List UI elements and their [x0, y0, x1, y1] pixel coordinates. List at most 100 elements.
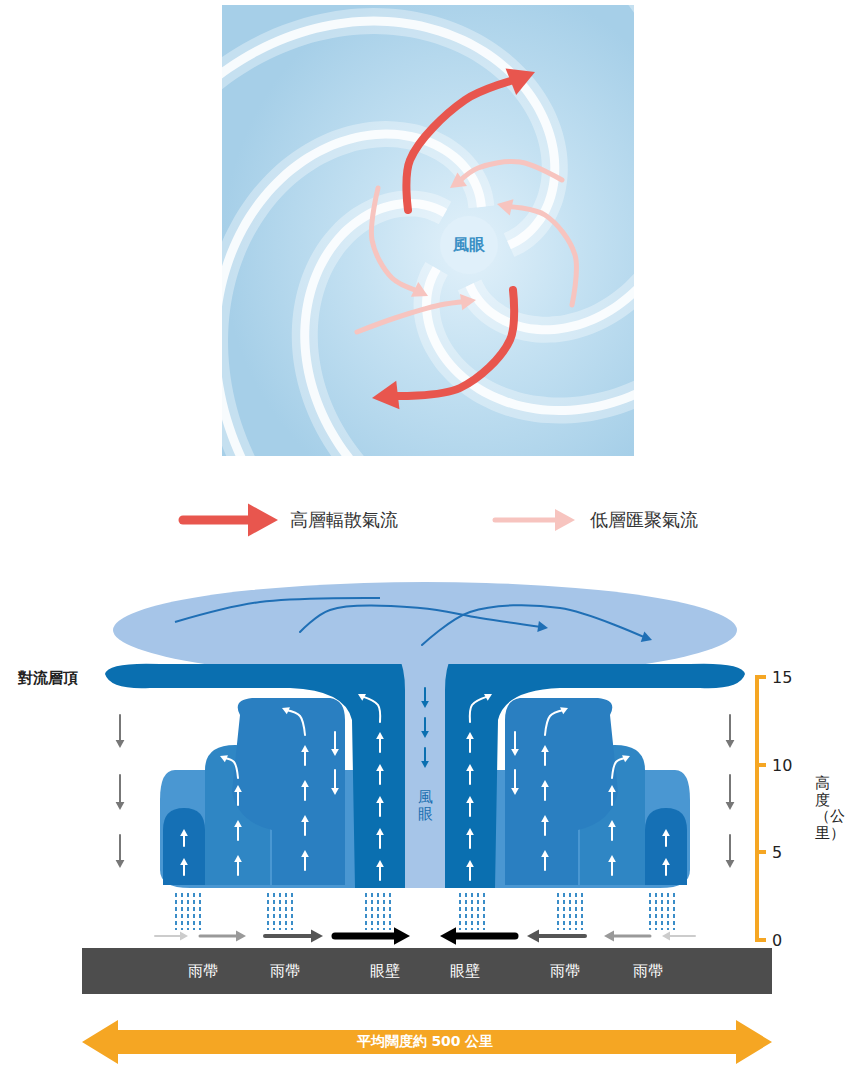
updraft-arrow — [234, 855, 242, 875]
region-label: 眼壁 — [450, 962, 480, 981]
updraft-arrow-head — [301, 815, 309, 822]
axis-tick — [755, 763, 766, 767]
rain-line — [655, 893, 657, 930]
updraft-arrow-shaft — [379, 833, 381, 848]
legend-entry: 低層匯聚氣流 — [590, 508, 698, 532]
rain-line — [483, 893, 485, 930]
rain-line — [273, 893, 275, 930]
updraft-arrow-shaft — [470, 696, 488, 722]
updraft-arrow — [376, 828, 384, 848]
rain-line — [649, 893, 651, 930]
updraft-arrow — [301, 780, 309, 800]
updraft-arrow-shaft — [379, 737, 381, 752]
outflow-arrow — [406, 68, 535, 210]
downdraft-arrow — [511, 770, 519, 795]
updraft-arrow — [376, 860, 384, 880]
inflow-arrow-shaft — [507, 206, 576, 305]
inflow-arrow-head — [460, 294, 476, 310]
updraft-arrow — [282, 707, 305, 735]
label-holder: 雨帶 — [633, 962, 663, 981]
label-holder: 雨帶 — [550, 962, 580, 981]
surface-inflow-arrow — [604, 931, 650, 942]
updraft-arrow-shaft — [237, 790, 239, 805]
rain-line — [279, 893, 281, 930]
surface-inflow-arrow-head — [527, 929, 539, 942]
updraft-arrow-head — [358, 694, 366, 701]
surface-inflow-arrow-shaft — [335, 933, 399, 940]
eye-subsidence-arrow-shaft — [424, 718, 426, 733]
rain-line — [365, 893, 367, 930]
updraft-arrow-head — [541, 745, 549, 752]
downdraft-arrow-shaft — [334, 770, 336, 790]
surface-inflow-arrow — [527, 929, 585, 942]
legend-inflow-arrow-shaft — [495, 518, 561, 523]
surface-inflow-arrow-shaft — [265, 934, 315, 938]
height-axis — [755, 677, 766, 940]
axis-number: 5 — [772, 843, 782, 862]
downdraft-arrow-shaft — [514, 732, 516, 751]
rain-line — [569, 893, 571, 930]
surface-inflow-arrow — [662, 932, 695, 941]
updraft-arrow-head — [376, 764, 384, 771]
updraft-arrow-shaft — [611, 825, 613, 840]
rainband-tower — [645, 808, 687, 885]
cloud-band — [305, 203, 634, 456]
updraft-arrow-shaft — [237, 825, 239, 840]
updraft-arrow — [466, 828, 474, 848]
inflow-arrow-head — [450, 173, 467, 188]
subsidence-arrow — [726, 835, 735, 868]
outflow-arrow-head — [506, 68, 535, 95]
updraft-arrow — [180, 858, 188, 875]
outflow-swirl-arrow-head — [641, 632, 652, 642]
rain-line — [563, 893, 565, 930]
eye-subsidence-arrow — [421, 718, 429, 738]
eye-subsidence-arrow-head — [421, 731, 429, 738]
surface-inflow-arrow-shaft — [451, 933, 515, 940]
subsidence-arrow-shaft — [729, 775, 731, 804]
label-holder: 10 — [772, 756, 792, 775]
updraft-arrow — [662, 829, 670, 846]
updraft-arrow-head — [220, 755, 228, 762]
updraft-arrow-head — [608, 820, 616, 827]
outflow-swirl-arrow — [300, 606, 548, 632]
updraft-arrow-head — [301, 850, 309, 857]
label-holder: 對流層頂 — [18, 669, 78, 688]
legend-entry: 高層輻散氣流 — [290, 508, 398, 532]
rain-line — [267, 893, 269, 930]
updraft-arrow — [466, 764, 474, 784]
right-half — [425, 686, 734, 945]
updraft-arrow-head — [234, 855, 242, 862]
outflow-swirl-arrow-shaft — [422, 605, 645, 645]
typhoon-cross-section — [82, 582, 772, 1064]
updraft-arrow-shaft — [304, 855, 306, 870]
outflow-arrow-shaft — [390, 290, 514, 396]
surface-inflow-arrow-head — [440, 927, 456, 945]
legend-outflow-arrow-head — [248, 504, 278, 537]
updraft-arrow-head — [376, 796, 384, 803]
cloud-band — [222, 134, 481, 456]
updraft-arrow-shaft — [362, 696, 380, 722]
updraft-arrow-shaft — [612, 758, 625, 778]
legend-outflow-arrow — [183, 504, 278, 537]
updraft-arrow — [234, 785, 242, 805]
updraft-arrow-head — [541, 780, 549, 787]
surface-inflow-arrow-head — [311, 929, 323, 942]
updraft-arrow-shaft — [469, 769, 471, 784]
rain-line — [175, 893, 177, 930]
label-holder: 雨帶 — [188, 962, 218, 981]
updraft-arrow — [301, 815, 309, 835]
surface-inflow-arrow-shaft — [200, 935, 239, 938]
axis-tick — [755, 675, 766, 679]
rain-line — [187, 893, 189, 930]
rain-line — [477, 893, 479, 930]
updraft-arrow — [376, 796, 384, 816]
surface-inflow-arrow-shaft — [668, 935, 695, 937]
rain-line — [291, 893, 293, 930]
rain-line — [285, 893, 287, 930]
updraft-arrow-head — [376, 860, 384, 867]
illustration-part — [175, 598, 380, 622]
inflow-arrow — [371, 188, 428, 297]
outflow-swirl-arrow-shaft — [300, 606, 541, 632]
rain-line — [667, 893, 669, 930]
subsidence-arrow-head — [726, 740, 735, 748]
